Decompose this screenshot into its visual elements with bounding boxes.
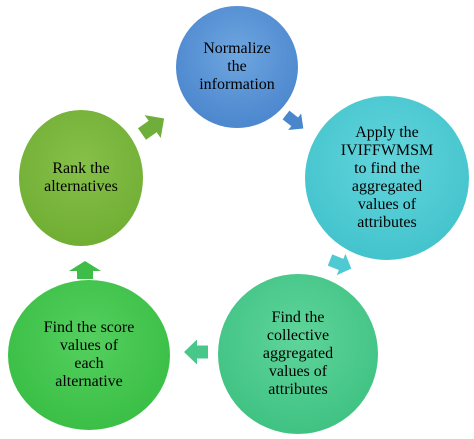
arrow-apply-to-collective [327, 253, 352, 276]
node-text-line: values of [59, 337, 119, 354]
arrow-score-to-rank [69, 261, 101, 279]
arrow-normalize-to-apply [282, 110, 304, 131]
node-text-line: values of [357, 196, 417, 213]
node-text-line: Find the score [43, 319, 135, 336]
node-text-line: to find the [354, 160, 420, 177]
node-text-line: Normalize [203, 40, 271, 57]
node-text-line: alternative [55, 373, 123, 390]
node-text-line: information [199, 76, 275, 93]
arrow-rank-to-normalize [137, 115, 165, 140]
node-text-line: attributes [357, 214, 417, 231]
node-text-line: aggregated [351, 178, 423, 195]
node-text-line: Rank the [52, 160, 110, 177]
node-text-line: values of [268, 363, 328, 380]
node-text-line: collective [266, 327, 330, 344]
node-text-line: each [74, 355, 104, 372]
node-text-line: alternatives [44, 178, 118, 195]
node-text-line: Find the [271, 309, 325, 326]
node-text-line: aggregated [262, 345, 334, 362]
node-text-line: the [227, 58, 247, 75]
node-text-line: attributes [268, 381, 328, 398]
node-text-line: IVIFFWMSM [340, 142, 434, 159]
arrow-collective-to-score [184, 339, 208, 365]
node-text-line: Apply the [355, 124, 419, 141]
